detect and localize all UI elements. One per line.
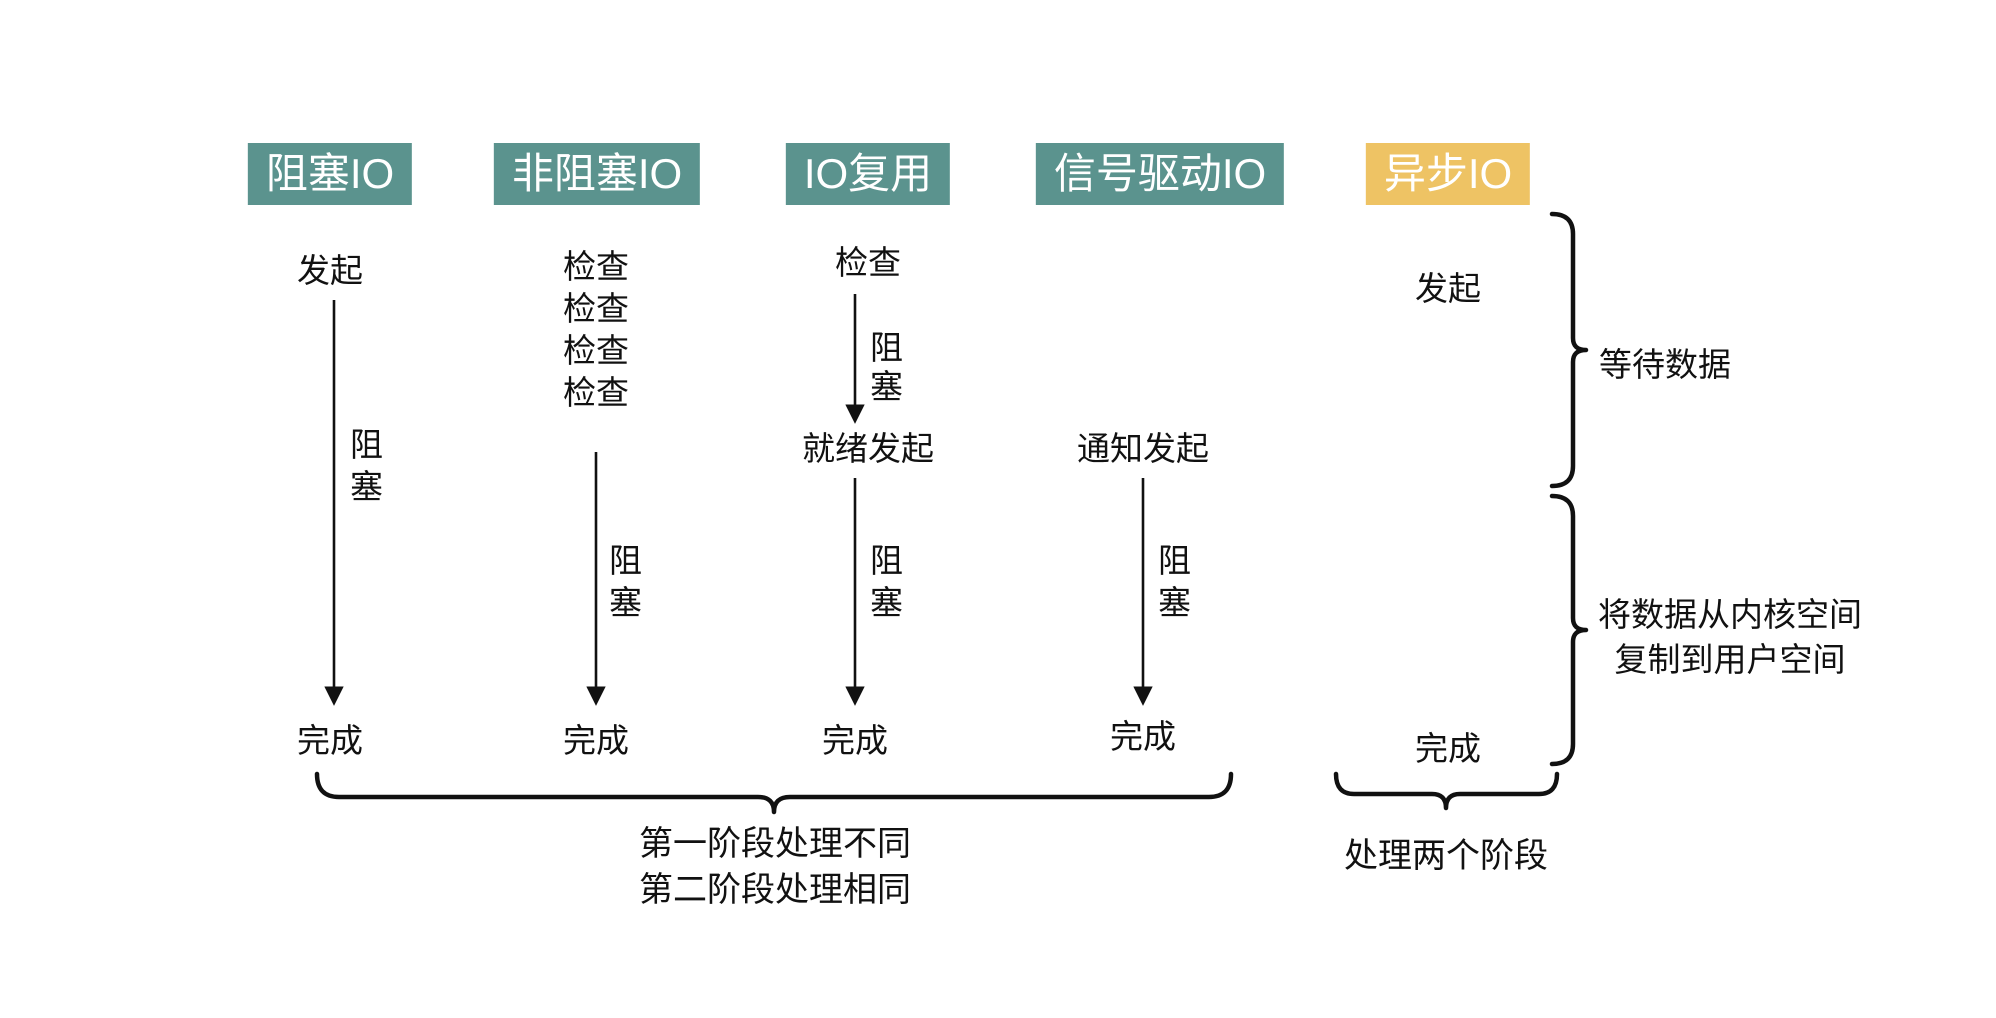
nonblocking-check-1: 检查 bbox=[563, 248, 629, 285]
header-signal-driven-io: 信号驱动IO bbox=[1035, 143, 1285, 205]
first-four-models-brace bbox=[314, 771, 1234, 815]
nonblocking-complete-label: 完成 bbox=[563, 722, 629, 759]
async-initiate-label: 发起 bbox=[1415, 270, 1481, 307]
async-model-brace bbox=[1333, 771, 1560, 811]
nonblocking-check-2: 检查 bbox=[563, 290, 629, 327]
copy-data-annotation-line1: 将数据从内核空间 bbox=[1598, 596, 1862, 633]
copy-data-annotation-line2: 复制到用户空间 bbox=[1614, 641, 1846, 678]
multiplex-complete-label: 完成 bbox=[822, 722, 888, 759]
signal-complete-label: 完成 bbox=[1110, 718, 1176, 755]
multiplex-ready-initiate-label: 就绪发起 bbox=[802, 430, 934, 467]
multiplex-check-label: 检查 bbox=[835, 244, 901, 281]
blocking-initiate-label: 发起 bbox=[297, 252, 363, 289]
header-blocking-io: 阻塞IO bbox=[247, 143, 413, 205]
wait-data-brace bbox=[1549, 211, 1589, 489]
header-async-io: 异步IO bbox=[1365, 143, 1531, 205]
blocking-block-label: 阻塞 bbox=[350, 426, 383, 505]
header-nonblocking-io: 非阻塞IO bbox=[493, 143, 701, 205]
blocking-complete-label: 完成 bbox=[297, 722, 363, 759]
signal-block-label: 阻塞 bbox=[1158, 542, 1191, 621]
header-io-multiplex: IO复用 bbox=[785, 143, 951, 205]
nonblocking-check-4: 检查 bbox=[563, 374, 629, 411]
signal-notify-initiate-label: 通知发起 bbox=[1077, 430, 1209, 467]
async-bottom-note: 处理两个阶段 bbox=[1344, 837, 1548, 875]
nonblocking-block-label: 阻塞 bbox=[609, 542, 642, 621]
bottom-note-line2: 第二阶段处理相同 bbox=[639, 871, 911, 909]
copy-data-brace bbox=[1549, 493, 1589, 767]
multiplex-block-label-top: 阻塞 bbox=[870, 329, 903, 405]
bottom-note-line1: 第一阶段处理不同 bbox=[639, 825, 911, 863]
async-complete-label: 完成 bbox=[1415, 730, 1481, 767]
nonblocking-check-3: 检查 bbox=[563, 332, 629, 369]
multiplex-block-label-bottom: 阻塞 bbox=[870, 542, 903, 621]
wait-data-annotation: 等待数据 bbox=[1599, 346, 1731, 383]
